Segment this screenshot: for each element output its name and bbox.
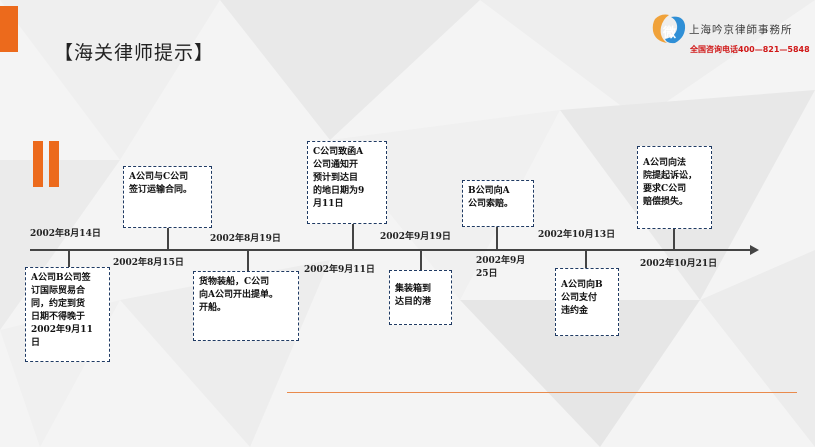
timeline-stem: [68, 250, 70, 269]
timeline-stem: [352, 224, 354, 250]
event-date: 2002年9月19日: [380, 232, 451, 242]
event-card: B公司向A 公司索赔。: [462, 180, 534, 227]
event-card: A公司与C公司 签订运输合同。: [123, 166, 212, 228]
event-card: A公司向法 院提起诉讼， 要求C公司 赔偿损失。: [637, 146, 712, 229]
event-card: 货物装船，C公司 向A公司开出提单。 开船。: [193, 271, 299, 341]
timeline-stem: [167, 228, 169, 250]
event-card: 集装箱到 达目的港: [389, 270, 452, 325]
hotline-text: 全国咨询电话400—821—5848: [690, 45, 810, 54]
accent-bar-top: [0, 6, 18, 52]
timeline-stem: [673, 229, 675, 250]
firm-name: 上海吟京律師事務所: [689, 24, 793, 36]
event-date: 2002年9月 25日: [476, 256, 526, 279]
timeline-axis: [30, 249, 752, 251]
logo-text: 微: [662, 25, 677, 41]
page-title: 【海关律师提示】: [54, 42, 215, 64]
event-date: 2002年8月15日: [113, 258, 184, 268]
event-date: 2002年8月14日: [30, 229, 101, 239]
event-date: 2002年10月13日: [538, 230, 616, 240]
firm-logo-icon: 微: [652, 14, 686, 44]
event-date: 2002年9月11日: [304, 265, 375, 275]
event-card: C公司致函A 公司通知开 预计到达目 的地日期为9 月11日: [307, 141, 387, 224]
timeline-stem: [496, 227, 498, 250]
footer-divider: [287, 392, 797, 393]
timeline-stem: [585, 250, 587, 268]
accent-bars-icon: [33, 141, 61, 187]
event-date: 2002年8月19日: [210, 234, 281, 244]
timeline-stem: [247, 250, 249, 271]
event-date: 2002年10月21日: [640, 259, 718, 269]
event-card: A公司向B 公司支付 违约金: [555, 268, 619, 336]
timeline-stem: [420, 250, 422, 270]
arrow-right-icon: [750, 245, 759, 255]
event-card: A公司B公司签 订国际贸易合 同，约定到货 日期不得晚于 2002年9月11 日: [25, 267, 110, 362]
